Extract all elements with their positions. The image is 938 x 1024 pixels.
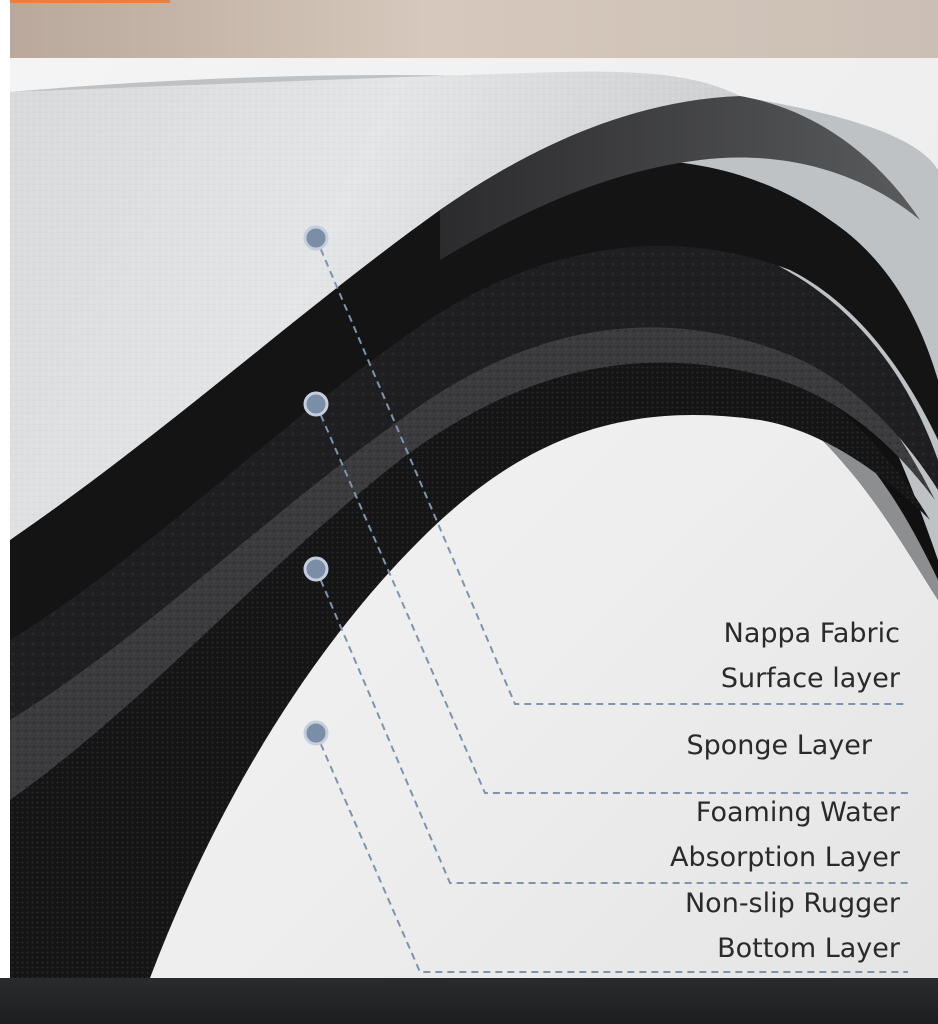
leader-line-sponge <box>315 403 908 794</box>
callout-dot-foaming <box>303 556 329 582</box>
leader-line-nappa <box>315 237 908 705</box>
label-foaming-line1: Foaming Water <box>695 797 900 828</box>
bottom-photo-strip <box>0 978 938 1024</box>
callout-dot-nonslip <box>303 720 329 746</box>
label-nappa-line2: Surface layer <box>720 663 900 694</box>
leader-line-nonslip <box>315 732 908 973</box>
label-nonslip-line2: Bottom Layer <box>717 933 900 964</box>
mat-cross-section <box>10 58 938 978</box>
fabric-inner-rim <box>440 96 920 260</box>
mesh-layer <box>10 336 930 978</box>
label-foaming-line2: Absorption Layer <box>669 842 900 873</box>
callout-dot-sponge <box>303 391 329 417</box>
nappa-fabric-texture <box>10 71 740 541</box>
callout-dot-nappa <box>303 225 329 251</box>
leader-line-foaming <box>315 568 908 884</box>
label-nonslip-line1: Non-slip Rugger <box>684 888 900 919</box>
leader-lines <box>315 237 908 973</box>
top-photo-strip <box>10 0 938 58</box>
label-nappa-line1: Nappa Fabric <box>723 618 900 649</box>
label-sponge: Sponge Layer <box>686 730 872 761</box>
callout-dots <box>303 225 329 746</box>
top-accent-bar <box>10 0 170 3</box>
